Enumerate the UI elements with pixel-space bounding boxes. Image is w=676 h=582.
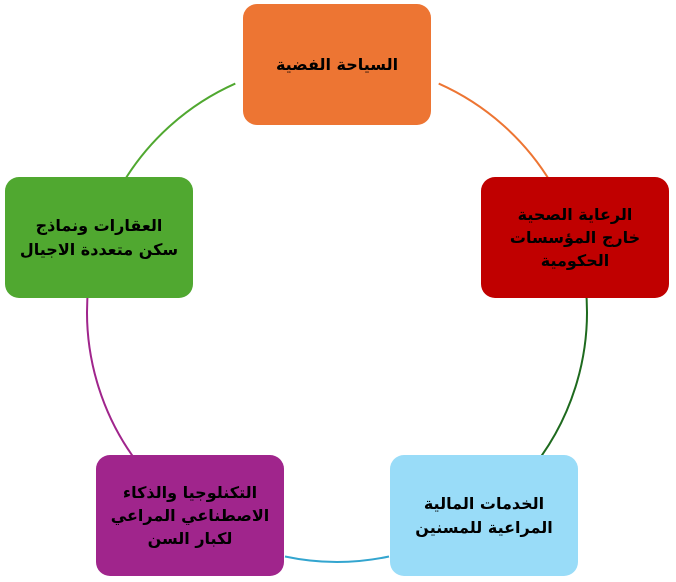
arc-realestate-tourism (121, 82, 236, 184)
node-healthcare: الرعاية الصحية خارج المؤسسات الحكومية (481, 177, 669, 298)
node-financial-services: الخدمات المالية المراعية للمسنين (390, 455, 578, 576)
node-real-estate: العقارات ونماذج سكن متعددة الاجيال (5, 177, 193, 298)
node-technology-ai: التكنلوجيا والذكاء الاصطناعي المراعي لكب… (96, 455, 284, 576)
node-silver-tourism: السياحة الفضية (243, 4, 431, 125)
arc-financial-technology (284, 555, 390, 563)
arc-healthcare-financial (524, 285, 588, 477)
arc-tourism-healthcare (438, 82, 553, 184)
arc-technology-realestate (86, 285, 150, 477)
